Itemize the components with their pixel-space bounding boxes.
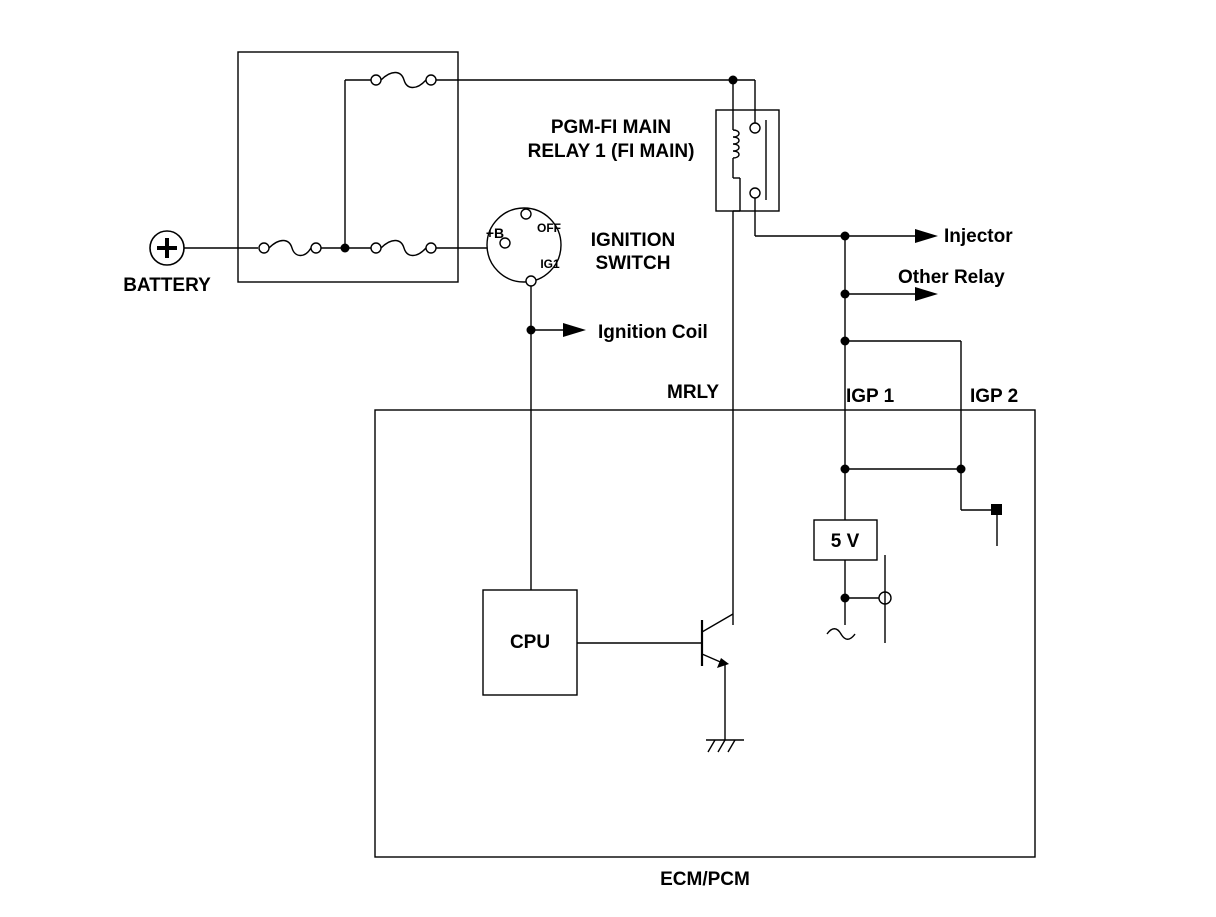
- mrly-label: MRLY: [667, 382, 719, 403]
- ac-signal-icon: [826, 628, 856, 640]
- switch-ig1-label: IG1: [540, 257, 560, 271]
- ground-icon: [706, 739, 744, 753]
- cpu-label: CPU: [510, 632, 550, 653]
- junction-dot: [956, 464, 966, 474]
- fuse-3: [370, 71, 437, 89]
- ignition-coil-label: Ignition Coil: [598, 322, 708, 343]
- ecm-box: [374, 409, 1036, 858]
- ignition-label-line1: IGNITION: [591, 230, 675, 251]
- injector-arrow-icon: [915, 229, 938, 243]
- relay-coil-icon: [732, 129, 740, 159]
- relay-label-line1: PGM-FI MAIN: [551, 117, 671, 138]
- other-relay-arrow-icon: [915, 287, 938, 301]
- cpu-box: [482, 589, 578, 696]
- five-v-label: 5 V: [831, 531, 860, 552]
- battery-symbol: [149, 230, 185, 266]
- ignition-label-line2: SWITCH: [596, 253, 671, 274]
- ignition-coil-arrow-icon: [563, 323, 586, 337]
- junction-dot: [840, 464, 850, 474]
- junction-dot: [526, 325, 536, 335]
- ecm-label: ECM/PCM: [660, 869, 750, 890]
- junction-dot: [340, 243, 350, 253]
- ignition-switch: [486, 207, 562, 283]
- regulator-box: [813, 519, 878, 561]
- switch-off-label: OFF: [537, 221, 561, 235]
- junction-dot: [840, 593, 850, 603]
- junction-dot: [840, 336, 850, 346]
- igp2-label: IGP 2: [970, 386, 1018, 407]
- terminal-square-icon: [991, 504, 1002, 515]
- junction-dot: [840, 289, 850, 299]
- main-relay: [715, 109, 780, 212]
- relay-contact-bottom: [749, 187, 761, 199]
- relay-contact-top: [749, 122, 761, 134]
- battery-label: BATTERY: [123, 275, 211, 296]
- injector-label: Injector: [944, 226, 1013, 247]
- igp1-label: IGP 1: [846, 386, 895, 407]
- transistor-icon: [700, 613, 734, 740]
- relay-label-line2: RELAY 1 (FI MAIN): [528, 141, 695, 162]
- switch-b-label: +B: [486, 225, 504, 241]
- other-relay-label: Other Relay: [898, 267, 1005, 288]
